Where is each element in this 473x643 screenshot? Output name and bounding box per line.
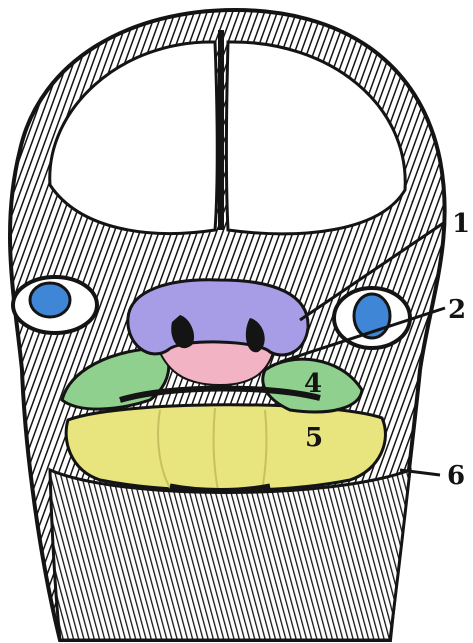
- label-6: 6: [447, 461, 465, 491]
- label-4: 4: [304, 369, 322, 399]
- label-2: 2: [448, 295, 466, 325]
- label-5: 5: [305, 423, 323, 453]
- neck-region: [50, 470, 410, 640]
- label-1: 1: [452, 209, 470, 239]
- mandibular-process: [66, 405, 385, 491]
- left-eye: [30, 283, 70, 317]
